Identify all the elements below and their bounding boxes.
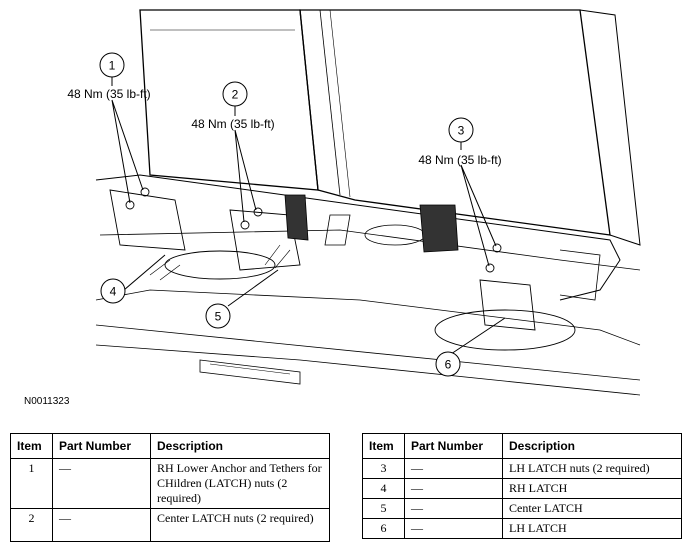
header-part-number: Part Number (52, 433, 151, 459)
item-cell: 4 (362, 478, 405, 499)
svg-text:6: 6 (445, 358, 452, 372)
callout-2: 2 48 Nm (35 lb-ft) (191, 81, 275, 131)
item-cell: 6 (362, 518, 405, 539)
header-item: Item (10, 433, 53, 459)
description-cell: Center LATCH nuts (2 required) (150, 508, 330, 542)
header-description: Description (502, 433, 682, 459)
part-number-cell: — (404, 458, 503, 479)
seat-back-right (299, 9, 611, 236)
torque-label-1: 48 Nm (35 lb-ft) (67, 87, 150, 101)
part-number-cell: — (404, 478, 503, 499)
item-cell: 3 (362, 458, 405, 479)
description-cell: LH LATCH nuts (2 required) (502, 458, 682, 479)
table-row: 6 — LH LATCH (362, 518, 682, 539)
table-row: 5 — Center LATCH (362, 498, 682, 519)
callout-6: 6 (435, 351, 461, 377)
svg-text:2: 2 (232, 88, 239, 102)
table-row: 2 — Center LATCH nuts (2 required) (10, 508, 330, 542)
svg-text:1: 1 (109, 59, 116, 73)
latch-illustration: 1 48 Nm (35 lb-ft) 2 48 Nm (35 lb-ft) 3 … (67, 9, 641, 396)
table-header-row: Item Part Number Description (362, 433, 682, 459)
table-row: 3 — LH LATCH nuts (2 required) (362, 458, 682, 479)
callout-1: 1 48 Nm (35 lb-ft) (67, 52, 151, 101)
description-cell: RH LATCH (502, 478, 682, 499)
part-number-cell: — (52, 508, 151, 542)
svg-text:3: 3 (458, 124, 465, 138)
callout-5: 5 (205, 303, 231, 329)
description-cell: RH Lower Anchor and Tethers for CHildren… (150, 458, 330, 509)
callout-4: 4 (100, 278, 126, 304)
header-description: Description (150, 433, 330, 459)
item-cell: 2 (10, 508, 53, 542)
item-cell: 5 (362, 498, 405, 519)
parts-table-right: Item Part Number Description 3 — LH LATC… (362, 433, 682, 539)
table-row: 4 — RH LATCH (362, 478, 682, 499)
table-row: 1 — RH Lower Anchor and Tethers for CHil… (10, 458, 330, 509)
table-header-row: Item Part Number Description (10, 433, 330, 459)
part-number-cell: — (404, 498, 503, 519)
header-part-number: Part Number (404, 433, 503, 459)
figure-id: N0011323 (24, 396, 70, 407)
item-cell: 1 (10, 458, 53, 509)
floor-pan (95, 174, 621, 301)
svg-text:5: 5 (215, 310, 222, 324)
torque-label-3: 48 Nm (35 lb-ft) (418, 153, 501, 167)
header-item: Item (362, 433, 405, 459)
svg-text:4: 4 (110, 285, 117, 299)
part-number-cell: — (52, 458, 151, 509)
parts-table-left: Item Part Number Description 1 — RH Lowe… (10, 433, 330, 542)
part-number-cell: — (404, 518, 503, 539)
callout-3: 3 48 Nm (35 lb-ft) (418, 117, 502, 167)
description-cell: LH LATCH (502, 518, 682, 539)
description-cell: Center LATCH (502, 498, 682, 519)
torque-label-2: 48 Nm (35 lb-ft) (191, 117, 274, 131)
